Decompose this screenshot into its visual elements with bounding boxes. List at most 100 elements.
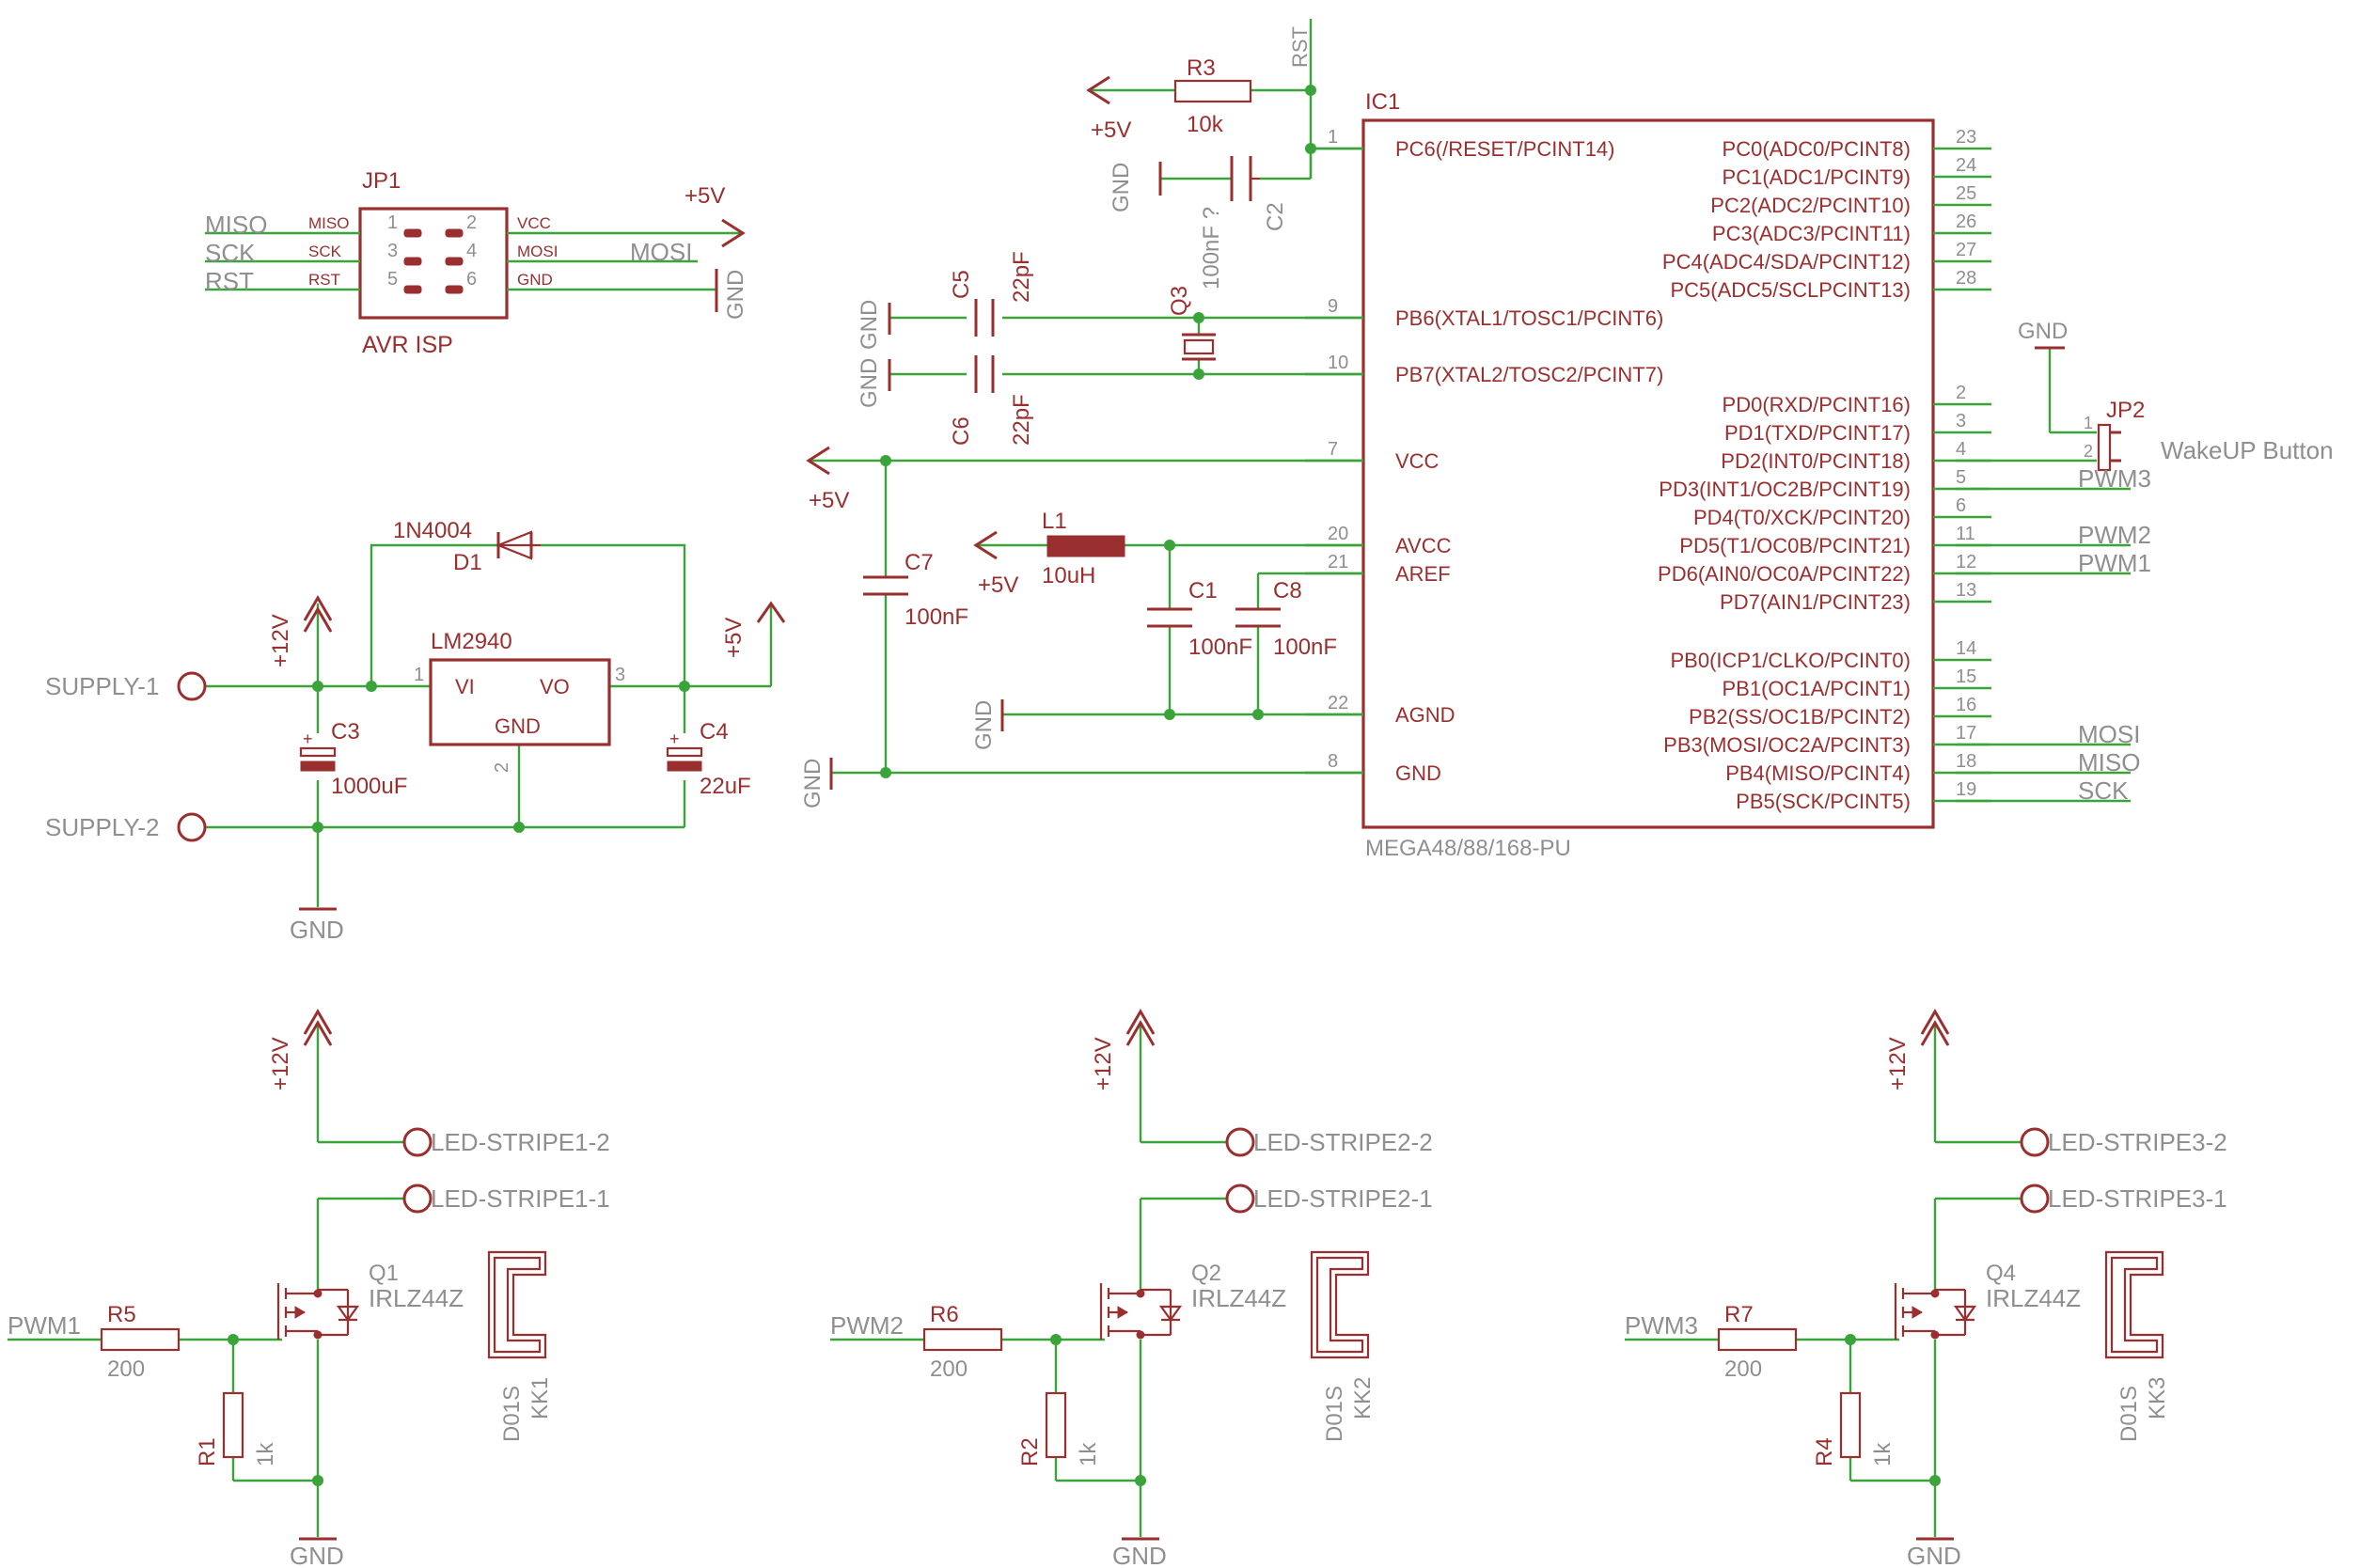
mcu-right-pin-name: PB2(SS/OC1B/PCINT2) [1689, 705, 1911, 729]
isp-net-sck: SCK [205, 239, 256, 267]
mcu-right-pin-num: 28 [1956, 268, 1976, 289]
d1-value: 1N4004 [393, 518, 472, 543]
led-stripe-1-connector[interactable] [2020, 1184, 2050, 1214]
svg-text:+: + [669, 729, 680, 748]
crystal-gnd1-label: GND [857, 300, 882, 350]
reset-5v-arrow-icon [1086, 75, 1110, 105]
d1-diode-icon[interactable] [496, 530, 541, 560]
driver-12v-label: +12V [1091, 1037, 1116, 1090]
supply-1-connector[interactable] [177, 671, 207, 701]
driver-pwm-label: PWM1 [8, 1311, 81, 1340]
mcu-right-pin-num: 2 [1956, 383, 1966, 403]
c5-value: 22pF [1009, 251, 1034, 303]
c8-capacitor[interactable] [1235, 607, 1281, 628]
led-stripe-1-connector[interactable] [1225, 1184, 1255, 1214]
series-resistor-ref: R7 [1724, 1302, 1754, 1327]
mcu-right-pin-name: PC3(ADC3/PCINT11) [1712, 222, 1911, 245]
pulldown-resistor-ref: R1 [195, 1437, 220, 1466]
c4-capacitor[interactable]: + [666, 729, 703, 772]
mosfet-icon[interactable] [1099, 1283, 1183, 1340]
mcu-right-pin-name: PB3(MOSI/OC2A/PCINT3) [1663, 733, 1911, 757]
crystal-junctions [1193, 312, 1204, 380]
d1-ref: D1 [453, 550, 482, 575]
c2-capacitor[interactable] [1230, 156, 1260, 201]
lm2940-regulator[interactable] [429, 658, 611, 746]
pulldown-resistor[interactable] [1045, 1391, 1067, 1459]
led-stripe-2-connector[interactable] [1225, 1127, 1255, 1157]
pulldown-resistor[interactable] [222, 1391, 244, 1459]
mcu-right-pin-num: 25 [1956, 183, 1976, 204]
net-miso: MISO [2078, 748, 2140, 776]
led-stripe-1-connector[interactable] [402, 1184, 433, 1214]
net-pwm3: PWM3 [2078, 464, 2151, 493]
net-mosi: MOSI [2078, 720, 2140, 748]
heatsink-icon[interactable] [2104, 1250, 2164, 1359]
mcu-value: MEGA48/88/168-PU [1365, 836, 1571, 861]
supply-12v-arrow-icon [303, 595, 333, 633]
supply-wires [205, 543, 773, 907]
supply-5v-arrow-icon [756, 601, 786, 623]
driver-pwm-label: PWM2 [830, 1311, 904, 1340]
isp-pin-3: 3 [387, 241, 398, 261]
c6-ref: C6 [949, 416, 974, 446]
series-resistor[interactable] [1717, 1327, 1798, 1352]
jp2-jumper[interactable] [2097, 423, 2121, 472]
mcu-ref: IC1 [1365, 89, 1400, 115]
wakeup-wires [2048, 348, 2097, 434]
crystal-gnd2-label: GND [857, 358, 882, 408]
mcu-ic1[interactable] [1361, 118, 1935, 829]
r3-resistor[interactable] [1173, 79, 1252, 103]
mcu-left-pin-num: 21 [1328, 552, 1348, 572]
led-stripe-2-connector[interactable] [402, 1127, 433, 1157]
mosfet-icon[interactable] [1894, 1283, 1977, 1340]
series-resistor[interactable] [922, 1327, 1003, 1352]
q3-ref: Q3 [1167, 286, 1192, 316]
mcu-right-pin-name: PC5(ADC5/SCLPCINT13) [1670, 278, 1911, 302]
r3-value: 10k [1187, 112, 1224, 137]
pulldown-resistor[interactable] [1839, 1391, 1862, 1459]
mcu-left-pin-num: 1 [1328, 127, 1338, 148]
led-stripe-2-connector[interactable] [2020, 1127, 2050, 1157]
isp-net-mosi: MOSI [630, 238, 692, 266]
series-resistor-value: 200 [107, 1356, 145, 1382]
mosfet-icon[interactable] [276, 1283, 360, 1340]
q3-crystal-icon[interactable] [1182, 333, 1216, 361]
lm2940-vo: VO [540, 675, 570, 698]
jp2-pin-2: 2 [2084, 442, 2093, 461]
lm2940-pin-3: 3 [615, 665, 625, 685]
mcu-right-pin-num: 6 [1956, 495, 1966, 516]
heatsink-icon[interactable] [1310, 1250, 1370, 1359]
mcu-right-pin-name: PD3(INT1/OC2B/PCINT19) [1659, 478, 1911, 501]
supply-junctions [312, 681, 690, 833]
l1-inductor[interactable] [1046, 535, 1125, 557]
mcu-left-pin-num: 9 [1328, 296, 1338, 317]
isp-pin-label-gnd: GND [517, 271, 553, 289]
c8-ref: C8 [1273, 578, 1302, 604]
series-resistor-value: 200 [1724, 1356, 1762, 1382]
isp-header[interactable]: JP1 AVR ISP MISO VCC SCK MOSI RST GND 1 … [308, 168, 558, 358]
c1-capacitor[interactable] [1147, 607, 1192, 628]
c5-capacitor[interactable] [974, 299, 995, 337]
isp-net-gnd: GND [723, 270, 748, 320]
mcu-right-pin-num: 24 [1956, 155, 1976, 176]
mosfet-ref: Q2 [1191, 1261, 1221, 1286]
c6-capacitor[interactable] [974, 355, 995, 393]
c3-capacitor[interactable]: + [299, 729, 337, 772]
mcu-right-pins: 23PC0(ADC0/PCINT8)24PC1(ADC1/PCINT9)25PC… [1658, 127, 1991, 813]
c7-capacitor[interactable] [863, 575, 908, 596]
avcc-wires [976, 543, 1363, 716]
jp2-ref: JP2 [2106, 398, 2145, 423]
series-resistor[interactable] [100, 1327, 181, 1352]
mosfet-value: IRLZ44Z [369, 1284, 464, 1312]
mcu-left-pin-num: 8 [1328, 751, 1338, 772]
supply-2-connector[interactable] [177, 812, 207, 842]
mosfet-value: IRLZ44Z [1191, 1284, 1286, 1312]
mcu-right-pin-num: 4 [1956, 439, 1966, 460]
heatsink-icon[interactable] [487, 1250, 547, 1359]
isp-pin-label-sck: SCK [308, 243, 342, 260]
heatsink-ref: KK3 [2145, 1377, 2170, 1419]
avcc-5v-arrow-icon [973, 530, 998, 560]
mcu-right-pin-name: PC2(ADC2/PCINT10) [1710, 194, 1911, 217]
